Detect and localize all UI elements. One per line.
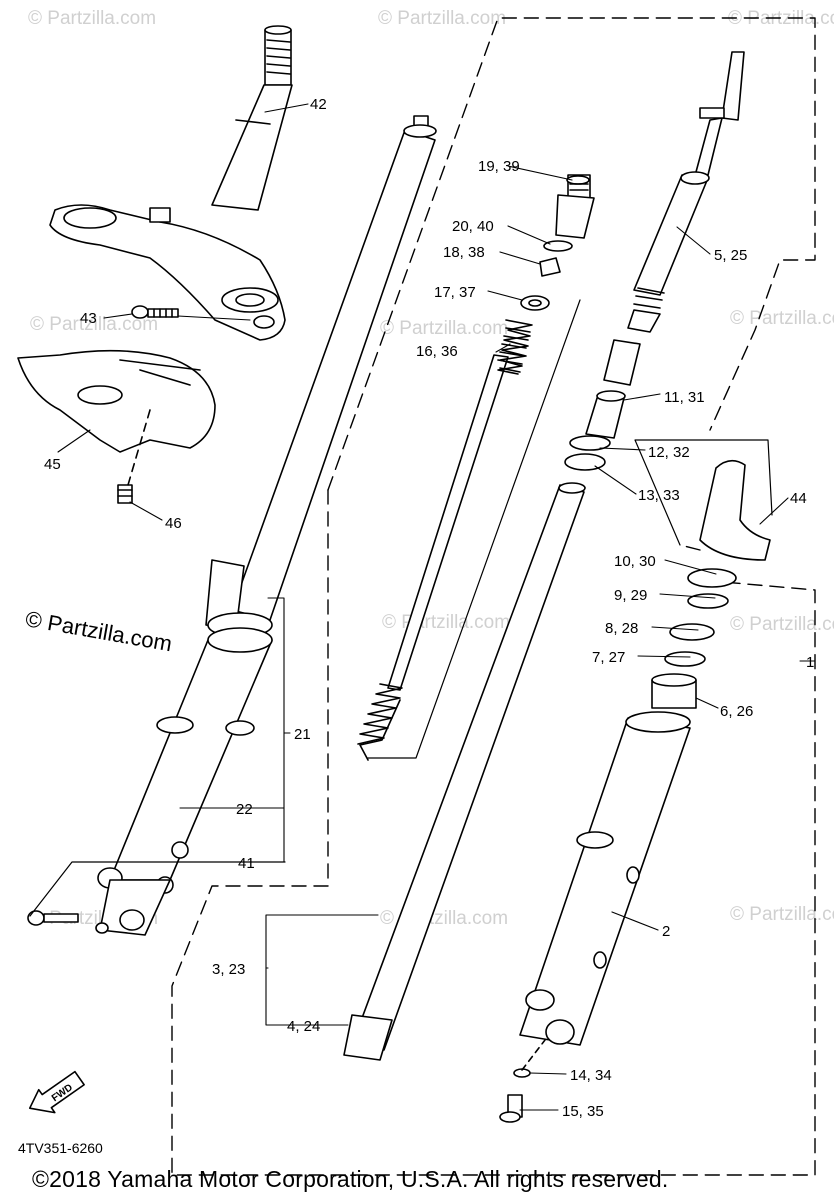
label-11-31: 11, 31 [664, 389, 705, 406]
oil-seal [669, 623, 715, 641]
label-20-40: 20, 40 [452, 218, 494, 235]
label-15-35: 15, 35 [562, 1103, 604, 1120]
damper-rod-and-spring [357, 319, 533, 761]
watermark: © Partzilla.com [28, 8, 157, 29]
bushing-ring [564, 453, 606, 471]
slide-bushing [651, 673, 697, 709]
copyright-notice: ©2018 Yamaha Motor Corporation, U.S.A. A… [32, 1166, 669, 1192]
cap-bolt-assembly [520, 174, 595, 311]
damper-inner-rod [627, 51, 745, 333]
label-44: 44 [790, 490, 807, 507]
label-43: 43 [80, 310, 97, 327]
label-7-27: 7, 27 [592, 649, 625, 666]
dust-seal [687, 568, 737, 588]
assembly-boundary [171, 17, 816, 1176]
label-17-37: 17, 37 [434, 284, 476, 301]
label-10-30: 10, 30 [614, 553, 656, 570]
steering-stem [49, 25, 293, 341]
left-fork-assembly [95, 115, 437, 936]
label-5-25: 5, 25 [714, 247, 747, 264]
label-19-39: 19, 39 [478, 158, 520, 175]
label-3-23: 3, 23 [212, 961, 245, 978]
fork-guard [699, 459, 771, 561]
forward-arrow-icon: FWD [28, 1070, 85, 1114]
label-9-29: 9, 29 [614, 587, 647, 604]
inner-fork-tube [343, 482, 586, 1061]
label-18-38: 18, 38 [443, 244, 485, 261]
label-13-33: 13, 33 [638, 487, 680, 504]
watermark: © Partzilla.com [380, 318, 509, 339]
cover-bolt [117, 484, 133, 504]
part-labels: 42 43 45 46 19, 39 20, 40 18, 38 17, 37 … [44, 96, 814, 1120]
pinch-bolt [131, 305, 179, 319]
label-12-32: 12, 32 [648, 444, 690, 461]
fork-cover [17, 349, 216, 453]
outer-fork-tube [519, 711, 691, 1046]
leader-lines [57, 103, 816, 1111]
label-1: 1 [806, 654, 814, 671]
label-42: 42 [310, 96, 327, 113]
label-14-34: 14, 34 [570, 1067, 612, 1084]
watermark: © Partzilla.com [730, 308, 834, 329]
o-ring [569, 435, 611, 451]
label-8-28: 8, 28 [605, 620, 638, 637]
label-46: 46 [165, 515, 182, 532]
watermark: © Partzilla.com [378, 8, 507, 29]
label-6-26: 6, 26 [720, 703, 753, 720]
retaining-clip [687, 593, 729, 609]
upper-spring [497, 319, 533, 375]
axle-pinch-bolt [27, 910, 79, 926]
label-41: 41 [238, 855, 255, 872]
watermark: © Partzilla.com [730, 904, 834, 925]
diagram-code: 4TV351-6260 [18, 1140, 103, 1156]
lower-spring [357, 683, 403, 745]
label-16-36: 16, 36 [416, 343, 458, 360]
label-45: 45 [44, 456, 61, 473]
watermark: © Partzilla.com [730, 614, 834, 635]
oil-lock-piece [585, 339, 641, 439]
label-2: 2 [662, 923, 670, 940]
seal-washer [664, 651, 706, 667]
damper-bolt [499, 1094, 523, 1123]
label-21: 21 [294, 726, 311, 743]
label-4-24: 4, 24 [287, 1018, 320, 1035]
watermark: © Partzilla.com [30, 314, 159, 335]
watermark: © Partzilla.com [728, 8, 834, 29]
label-22: 22 [236, 801, 253, 818]
